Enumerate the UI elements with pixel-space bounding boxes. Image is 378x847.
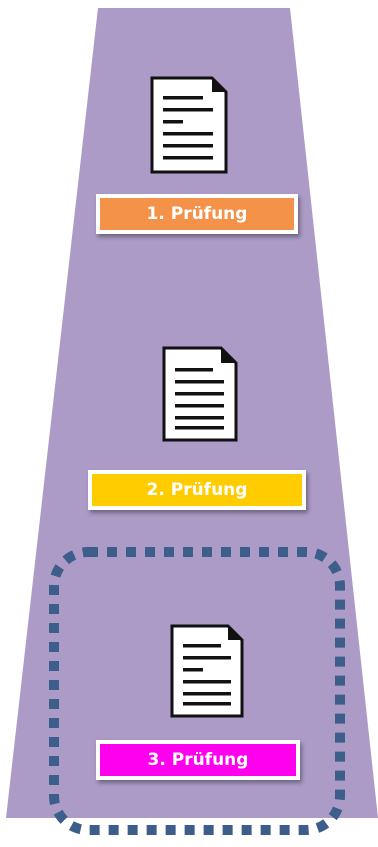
stage-3-label: 3. Prüfung	[96, 740, 300, 780]
document-icon	[162, 346, 238, 442]
stage-1-label: 1. Prüfung	[96, 194, 298, 234]
document-icon	[150, 76, 228, 174]
document-icon	[170, 624, 244, 718]
stage-2-label: 2. Prüfung	[88, 470, 306, 510]
